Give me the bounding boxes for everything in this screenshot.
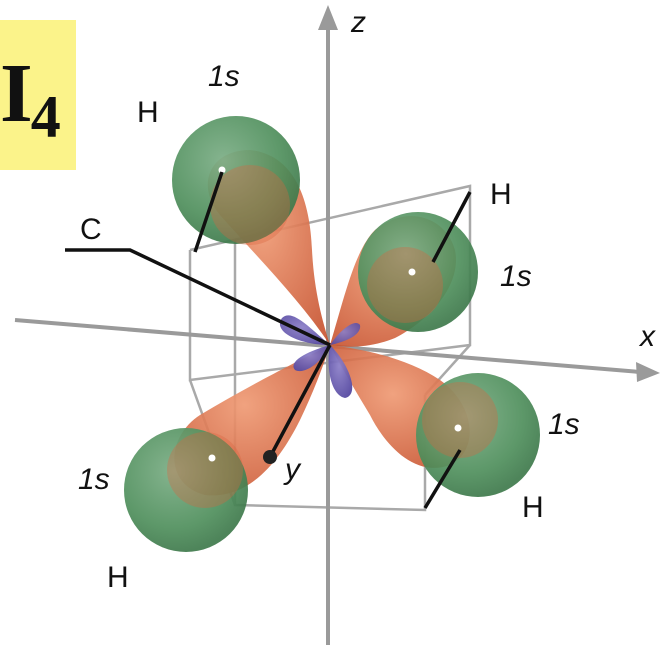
h-label-bottom-left: H — [107, 561, 129, 594]
h-sphere-bottom-left — [124, 428, 248, 552]
orbital-label-bottom-right: 1s — [548, 408, 580, 441]
z-axis — [318, 5, 338, 645]
h-label-top-left: H — [137, 96, 159, 129]
h-1s-orbitals — [124, 116, 540, 552]
orbital-label-bottom-left: 1s — [78, 463, 110, 496]
y-axis-segment — [268, 344, 332, 458]
carbon-label: C — [80, 213, 102, 246]
title-subscript: 4 — [30, 84, 61, 150]
title-main: I — [0, 47, 33, 140]
x-axis-label: x — [640, 320, 655, 353]
h-label-top-right: H — [490, 178, 512, 211]
leader-lines — [65, 171, 472, 509]
h-sphere-top-right — [358, 212, 478, 332]
h-sphere-top-left — [172, 116, 300, 244]
orbital-label-top-right: 1s — [500, 260, 532, 293]
orbital-label-top-left: 1s — [208, 60, 240, 93]
y-axis-label: y — [285, 453, 300, 486]
title-highlight — [0, 20, 76, 170]
y-axis-point — [263, 450, 277, 464]
c-leader — [65, 248, 331, 347]
h-sphere-bottom-right — [416, 373, 540, 497]
diagram-title: I4 — [0, 52, 61, 148]
h-label-bottom-right: H — [522, 491, 544, 524]
small-lobes — [279, 315, 361, 398]
z-axis-label: z — [351, 6, 366, 39]
